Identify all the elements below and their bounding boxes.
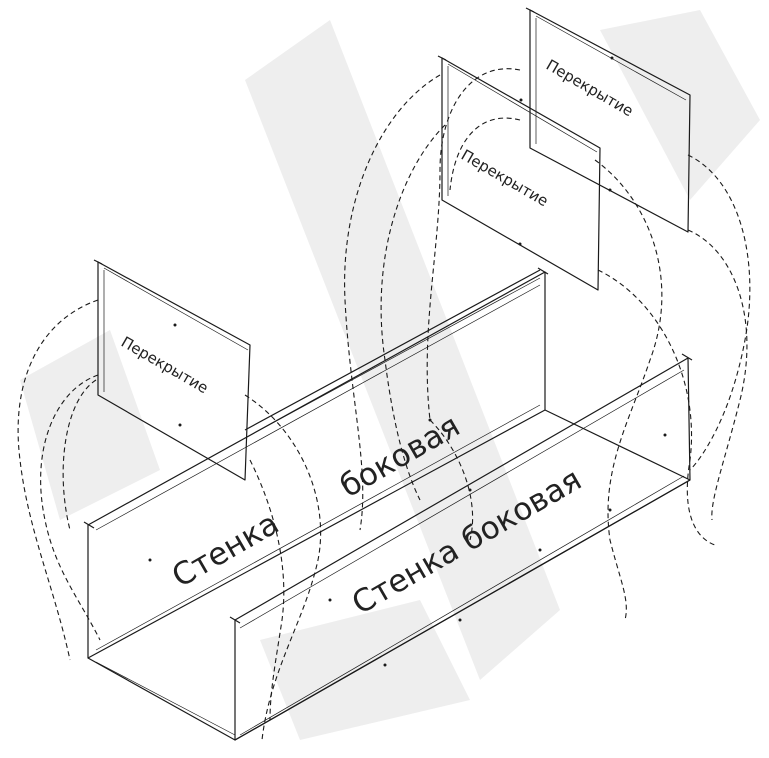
label-cover-middle: Перекрытие	[458, 146, 551, 210]
label-cover-left: Перекрытие	[118, 333, 211, 397]
top-rail	[244, 269, 541, 439]
cover-panel-left	[93, 259, 251, 481]
label-back-wall-part1: Стенка	[166, 505, 285, 595]
mounting-holes	[148, 56, 667, 667]
assembly-paths	[17, 68, 751, 741]
front-side-wall	[229, 353, 693, 741]
watermark	[20, 10, 760, 740]
cover-panel-middle	[437, 55, 601, 291]
